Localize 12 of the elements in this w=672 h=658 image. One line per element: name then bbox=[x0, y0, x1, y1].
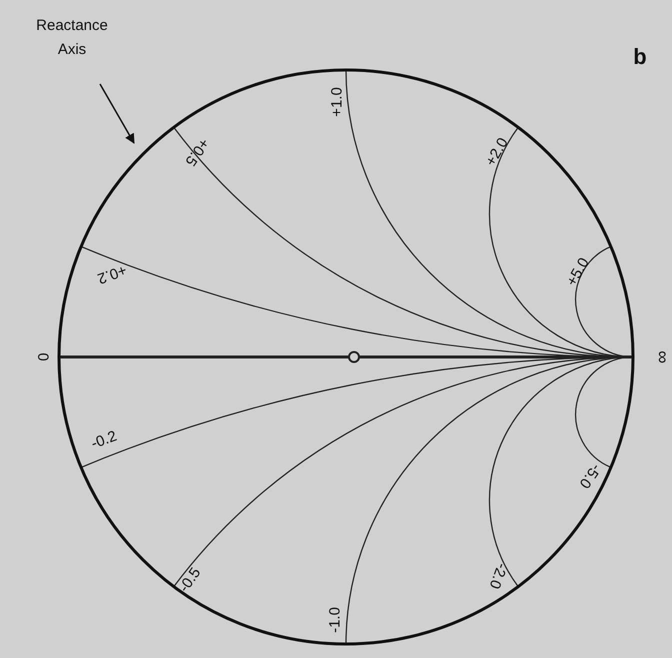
reactance-value: -0.5 bbox=[176, 565, 204, 595]
arrow bbox=[99, 84, 135, 144]
reactance-value: +1.0 bbox=[330, 87, 344, 117]
axis-caption: Reactance Axis bbox=[30, 14, 114, 62]
axis-end-value: 0 bbox=[36, 352, 52, 362]
reactance-value: -0.2 bbox=[89, 428, 119, 452]
reactance-value: +0.2 bbox=[96, 262, 128, 286]
reactance-value: -2.0 bbox=[486, 561, 510, 591]
reactance-value: -1.0 bbox=[328, 607, 342, 633]
reactance-value: -5.0 bbox=[576, 461, 604, 491]
axis-end-value: ∞ bbox=[654, 350, 672, 364]
panel-letter: b bbox=[633, 46, 647, 68]
